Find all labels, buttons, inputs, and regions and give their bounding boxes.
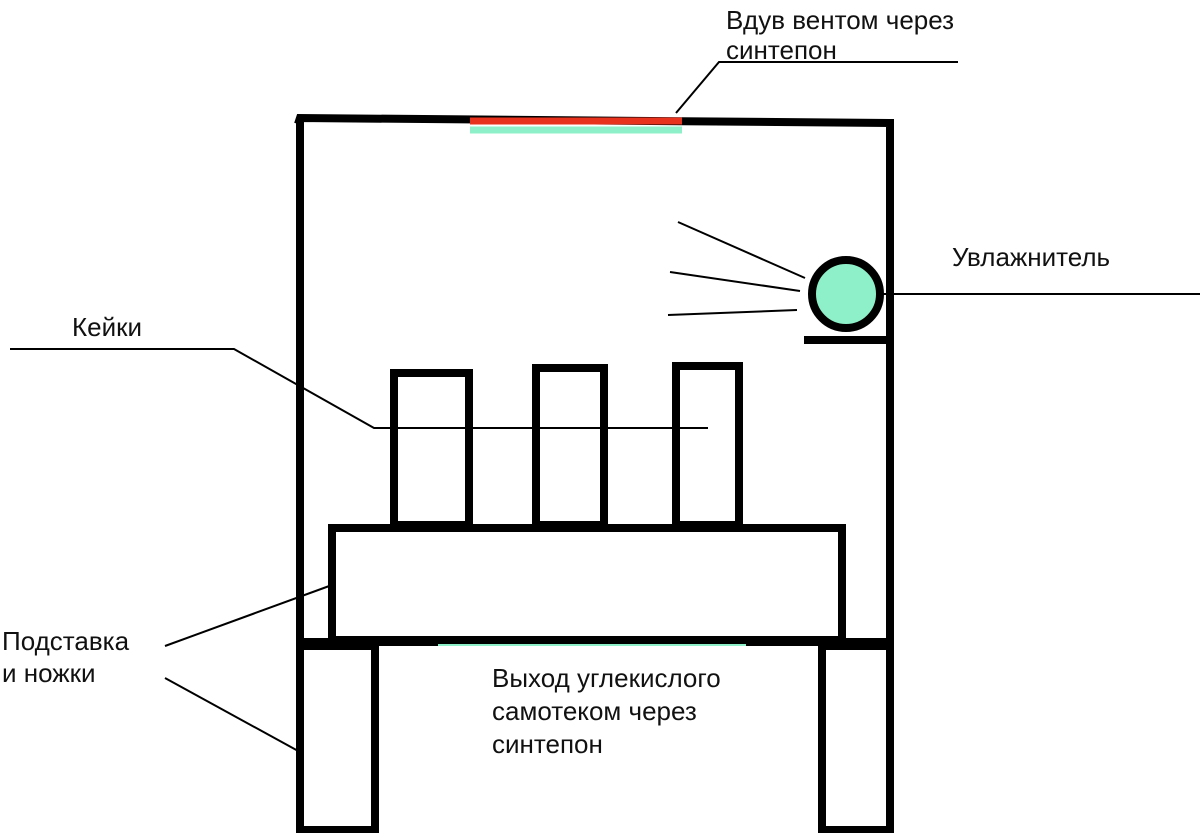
stand-platform — [328, 524, 846, 644]
legs-leader-line — [164, 677, 301, 753]
mist-line-2 — [669, 271, 801, 292]
cake-3 — [672, 362, 743, 529]
left-leg — [296, 642, 379, 833]
stand-label-line2: и ножки — [2, 658, 96, 688]
inlet-leader-line — [675, 61, 958, 114]
cake-1 — [390, 369, 473, 529]
stand-label-line1: Подставка — [2, 626, 130, 656]
outlet-label-line1: Выход углекислого — [492, 663, 721, 693]
chamber-walls — [294, 113, 894, 646]
inlet-label-line2: синтепон — [726, 35, 837, 65]
inlet-label-line1: Вдув вентом через — [726, 5, 955, 35]
cakes-leader-line — [10, 348, 708, 429]
outlet-label-line3: синтепон — [492, 729, 603, 759]
humidifier-label: Увлажнитель — [952, 242, 1111, 272]
cake-2 — [532, 364, 608, 529]
mist-line-1 — [677, 221, 806, 279]
mist-line-3 — [667, 309, 798, 316]
right-leg — [818, 642, 894, 833]
cakes-label: Кейки — [72, 312, 143, 342]
outlet-label-line2: самотеком через — [492, 696, 697, 726]
stand-leader-line — [164, 584, 333, 647]
humidifier-circle — [808, 256, 884, 332]
